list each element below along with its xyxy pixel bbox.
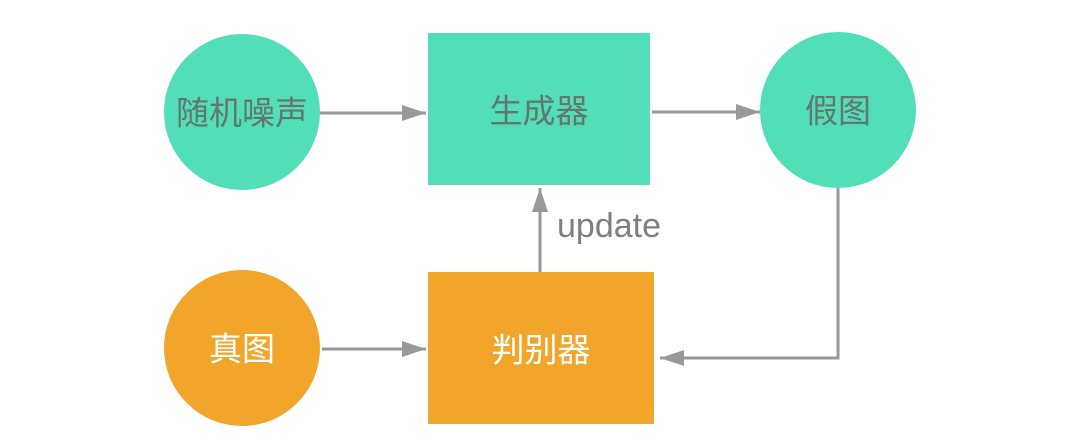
random-noise-node	[164, 34, 320, 190]
discriminator-label: 判别器	[492, 332, 591, 369]
real-image-node	[164, 270, 320, 426]
fake-image-node	[760, 32, 916, 188]
generator-node	[428, 33, 650, 185]
edge-fake-image-to-discriminator	[660, 188, 840, 366]
update-edge-label: update	[557, 207, 661, 245]
fake-image-label: 假图	[805, 93, 871, 130]
real-image-label: 真图	[209, 331, 275, 368]
random-noise-label: 随机噪声	[176, 95, 308, 132]
generator-label: 生成器	[490, 93, 589, 130]
discriminator-node	[428, 272, 654, 424]
